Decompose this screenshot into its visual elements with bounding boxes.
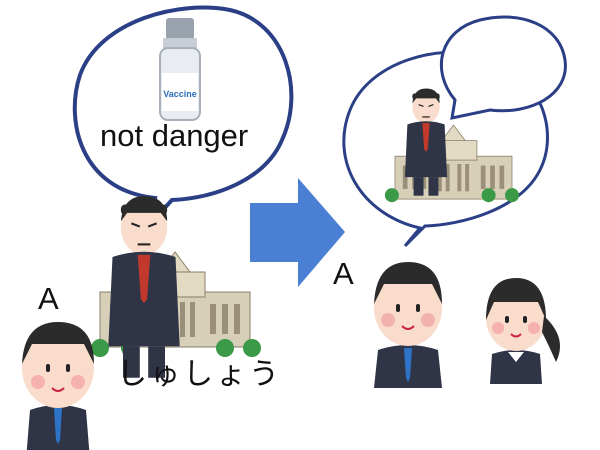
student-icon-right <box>374 262 442 388</box>
vaccine-label: Vaccine <box>163 89 197 99</box>
shusho-label: しゅしょう <box>117 357 282 392</box>
vaccine-label-wrap: Vaccine <box>160 18 200 128</box>
diet-building-small <box>384 124 520 203</box>
person-a-left-label: A <box>38 281 59 316</box>
vaccine-vial-icon <box>159 18 201 121</box>
person-a-right-label: A <box>333 256 354 291</box>
politician-icon <box>107 195 181 379</box>
arrow-right-icon <box>250 178 345 287</box>
student-icon <box>22 322 94 450</box>
not-danger-label: not danger <box>100 118 249 153</box>
girl-student-icon <box>486 278 560 384</box>
empty-bubble-icon <box>439 15 567 120</box>
